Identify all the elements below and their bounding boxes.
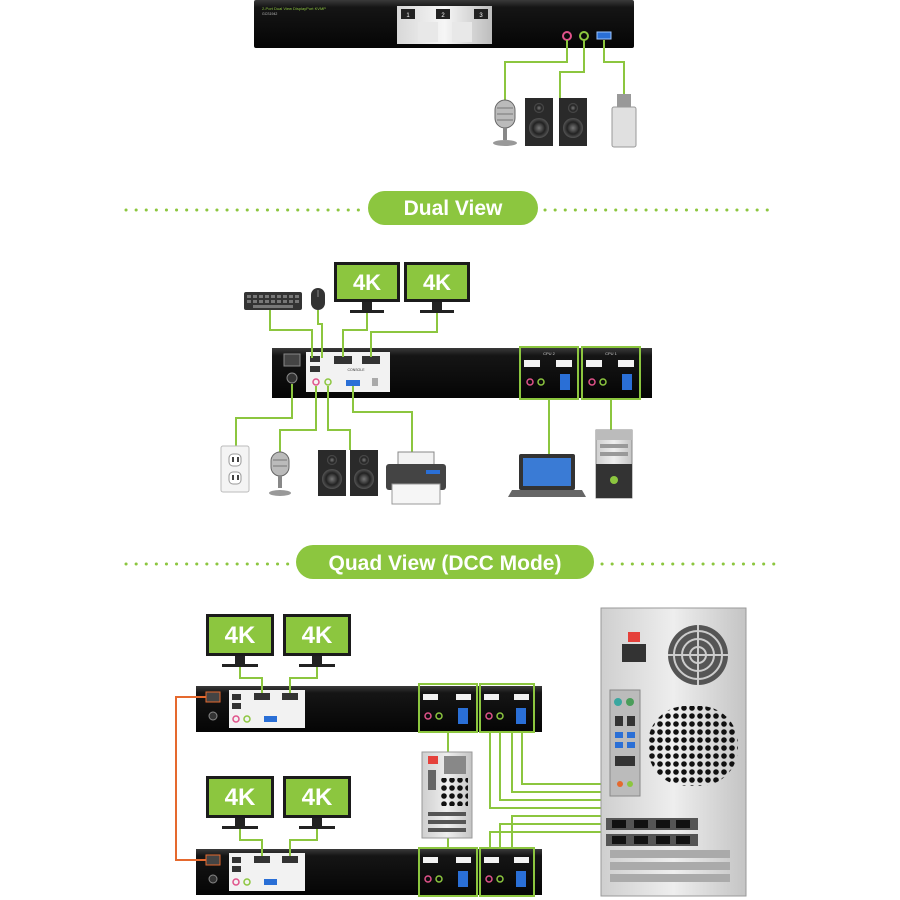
power-jack xyxy=(283,353,301,367)
port-button-2[interactable] xyxy=(436,9,450,19)
gpu-card-upper xyxy=(606,818,698,830)
small-desktop-tower-icon xyxy=(421,751,473,839)
daisy-chain-cable xyxy=(175,696,206,861)
monitor-4k-label: 4K xyxy=(302,784,333,811)
kvm-front-panel: 2-Port Dual View DisplayPort KVMP GCS194… xyxy=(254,0,634,48)
port-button-label-3: 3 xyxy=(479,13,483,19)
monitor-4k-label: 4K xyxy=(302,622,333,649)
speaker-right-icon xyxy=(350,450,378,496)
dual-view-title: Dual View xyxy=(404,197,503,220)
gpu-card-lower xyxy=(606,834,698,846)
port-button-1[interactable] xyxy=(401,9,415,19)
monitor-quad-3: 4K xyxy=(206,776,274,829)
laptop-icon xyxy=(508,454,586,497)
usb-drive-icon xyxy=(611,94,637,148)
power-socket xyxy=(622,644,646,662)
dual-view-title-pill xyxy=(368,191,538,225)
usb-mouse-port xyxy=(310,366,320,372)
port-button-label-2: 2 xyxy=(441,13,445,19)
monitor-4k-label: 4K xyxy=(225,622,256,649)
dual-view-divider: Dual View xyxy=(124,191,777,225)
kvm-rear-panel-dual: CONSOLE CPU 2 CPU 1 xyxy=(272,346,652,400)
cpu2-label: CPU 2 xyxy=(543,351,556,356)
microphone-icon xyxy=(493,99,517,146)
console-label: CONSOLE xyxy=(347,368,365,372)
printer-icon xyxy=(386,451,446,505)
desktop-tower-icon xyxy=(595,429,633,499)
vent-grille xyxy=(648,706,738,786)
dual-view-cables xyxy=(235,310,612,454)
power-switch xyxy=(628,632,640,642)
mouse-icon xyxy=(311,288,325,310)
monitor-4k-label: 4K xyxy=(225,784,256,811)
keyboard-icon xyxy=(244,292,302,310)
speaker-right-icon xyxy=(559,98,587,146)
power-outlet-icon xyxy=(220,445,250,493)
kvm-model-number: GCS1942 xyxy=(262,12,277,16)
monitor-quad-2: 4K xyxy=(283,614,351,667)
monitor-dual-1: 4K xyxy=(334,262,400,313)
monitor-4k-label: 4K xyxy=(423,270,451,295)
monitor-quad-4: 4K xyxy=(283,776,351,829)
quad-view-title: Quad View (DCC Mode) xyxy=(329,552,562,575)
port-button-label-1: 1 xyxy=(406,13,410,19)
kvm-rear-panel-quad-lower xyxy=(196,847,542,897)
monitor-quad-1: 4K xyxy=(206,614,274,667)
usb-port xyxy=(596,31,612,40)
cpu1-label: CPU 1 xyxy=(605,351,618,356)
speaker-left-icon xyxy=(525,98,553,146)
monitor-4k-label: 4K xyxy=(353,270,381,295)
usb-keyboard-port xyxy=(310,356,320,362)
quad-view-divider: Quad View (DCC Mode) xyxy=(124,545,777,579)
io-panel xyxy=(609,689,641,797)
kvm-model-text: 2-Port Dual View DisplayPort KVMP xyxy=(262,6,326,11)
port-button-3[interactable] xyxy=(474,9,488,19)
quad-view-title-pill xyxy=(296,545,594,579)
speaker-left-icon xyxy=(318,450,346,496)
top-cables xyxy=(504,40,625,100)
microphone-icon xyxy=(269,451,291,496)
kvm-rear-panel-quad-upper xyxy=(196,683,542,733)
monitor-dual-2: 4K xyxy=(404,262,470,313)
large-desktop-tower-icon xyxy=(600,607,747,897)
